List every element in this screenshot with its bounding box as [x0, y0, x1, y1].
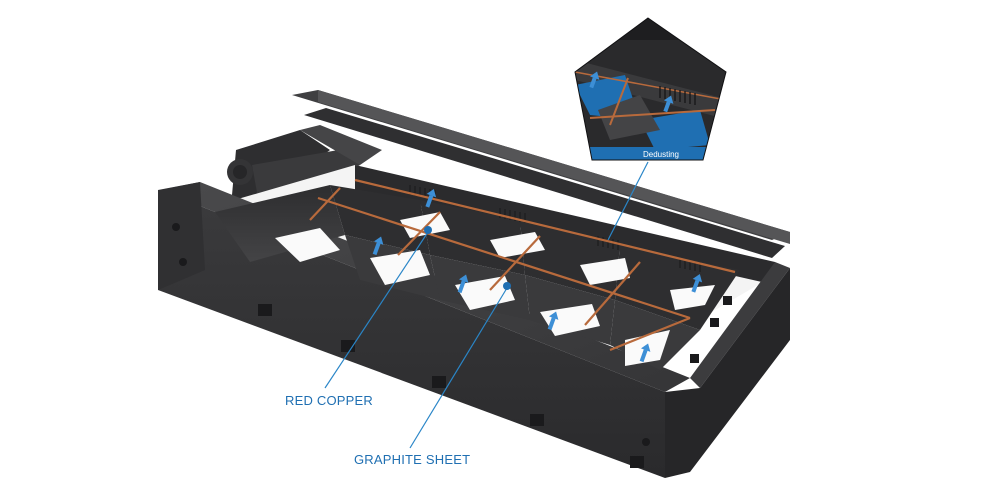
red-copper-strips: [309, 178, 736, 352]
copper-marker-dot: [424, 226, 432, 234]
front-face-holes: [172, 223, 732, 468]
arrow-icon: [457, 274, 469, 294]
arrow-icon: [547, 311, 559, 331]
arrow-icon: [639, 343, 651, 363]
arrow-icon: [372, 236, 384, 256]
graphite-marker-dot: [503, 282, 511, 290]
dedusting-inset: [574, 17, 727, 161]
back-rail: [292, 90, 790, 258]
leader-lines: [324, 161, 649, 449]
airflow-arrows: [372, 189, 703, 363]
arrow-icon: [425, 189, 437, 208]
red-copper-label: RED COPPER: [285, 393, 373, 408]
graphite-sheet-label: GRAPHITE SHEET: [354, 452, 471, 467]
arrow-icon: [589, 71, 600, 89]
arrow-icon: [663, 95, 674, 113]
dedusting-caption: Dedusting: [642, 150, 680, 159]
arrow-icon: [691, 274, 703, 293]
